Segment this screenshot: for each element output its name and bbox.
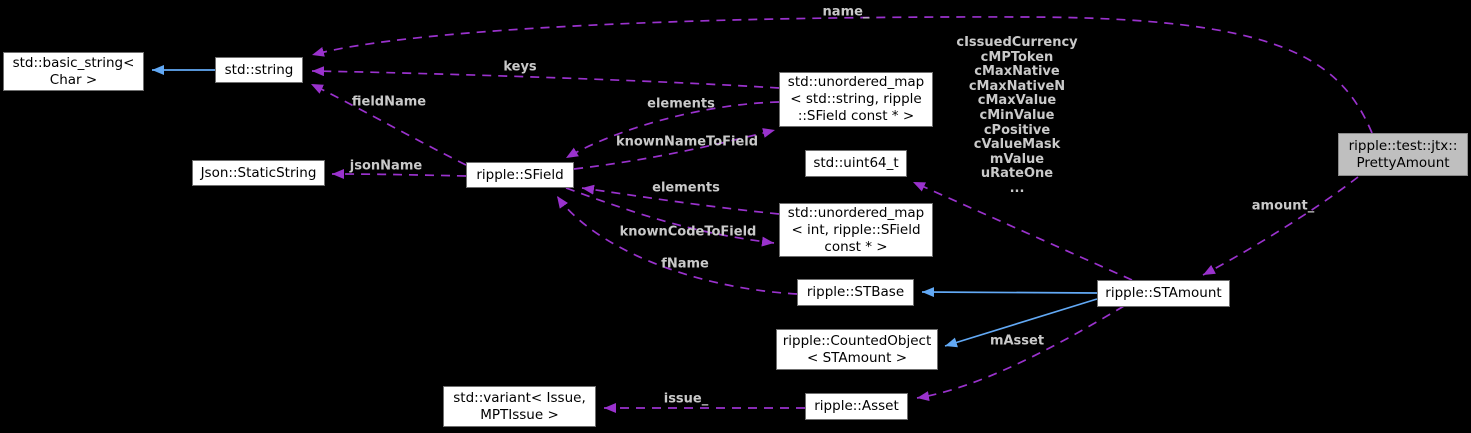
edge-label-fname: fName — [661, 256, 709, 272]
node-ripple-countedobject-stamount[interactable]: ripple::CountedObject < STAmount > — [776, 329, 938, 370]
edge-label-elements-bottom: elements — [652, 180, 720, 196]
edge-prettyamount-string-name — [311, 16, 1373, 134]
edge-stamount-stbase — [921, 287, 1098, 298]
node-ripple-stbase[interactable]: ripple::STBase — [797, 279, 914, 306]
edge-label-amount: amount_ — [1251, 198, 1315, 214]
edge-label-stamount-value-members: cIssuedCurrency cMPToken cMaxNative cMax… — [956, 35, 1078, 196]
edge-prettyamount-stamount-amount — [1202, 176, 1359, 276]
edge-label-elements-top: elements — [647, 96, 715, 112]
edge-label-knowncodetofield: knownCodeToField — [619, 224, 757, 240]
edge-stamount-asset-masset — [916, 305, 1125, 401]
node-json-staticstring[interactable]: Json::StaticString — [192, 160, 325, 186]
edge-label-keys: keys — [503, 59, 537, 75]
edge-mapint-sfield-elements — [581, 184, 780, 215]
edge-sfield-staticstring-jsonname — [331, 169, 467, 180]
node-ripple-stamount[interactable]: ripple::STAmount — [1097, 280, 1230, 307]
edge-label-knownnametofield: knownNameToField — [615, 134, 759, 150]
edge-sfield-mapstring-knownnametofield — [573, 128, 776, 170]
edge-stamount-uint64-values — [912, 181, 1133, 281]
edge-label-issue: issue_ — [663, 391, 709, 407]
edge-label-fieldname: fieldName — [351, 94, 427, 110]
node-std-variant-issue-mptissue[interactable]: std::variant< Issue, MPTIssue > — [443, 386, 596, 427]
edge-mapstring-string-keys — [311, 66, 780, 89]
edge-stbase-sfield-fname — [556, 195, 798, 295]
node-ripple-test-jtx-prettyamount: ripple::test::jtx:: PrettyAmount — [1338, 133, 1468, 176]
node-std-uint64-t[interactable]: std::uint64_t — [805, 150, 907, 177]
edge-sfield-string-fieldname — [310, 83, 467, 166]
node-unordered-map-string-sfield[interactable]: std::unordered_map < std::string, ripple… — [779, 72, 933, 127]
edge-label-masset: mAsset — [989, 333, 1045, 349]
node-unordered-map-int-sfield[interactable]: std::unordered_map < int, ripple::SField… — [779, 203, 933, 257]
node-ripple-sfield[interactable]: ripple::SField — [466, 162, 574, 188]
node-std-basic-string[interactable]: std::basic_string< Char > — [3, 52, 144, 91]
edge-label-name: name_ — [822, 4, 870, 20]
edge-stamount-countedobject — [944, 298, 1098, 348]
node-ripple-asset[interactable]: ripple::Asset — [805, 393, 908, 420]
edge-mapstring-sfield-elements — [565, 101, 780, 159]
node-std-string[interactable]: std::string — [215, 57, 303, 83]
edge-label-jsonname: jsonName — [349, 158, 423, 174]
